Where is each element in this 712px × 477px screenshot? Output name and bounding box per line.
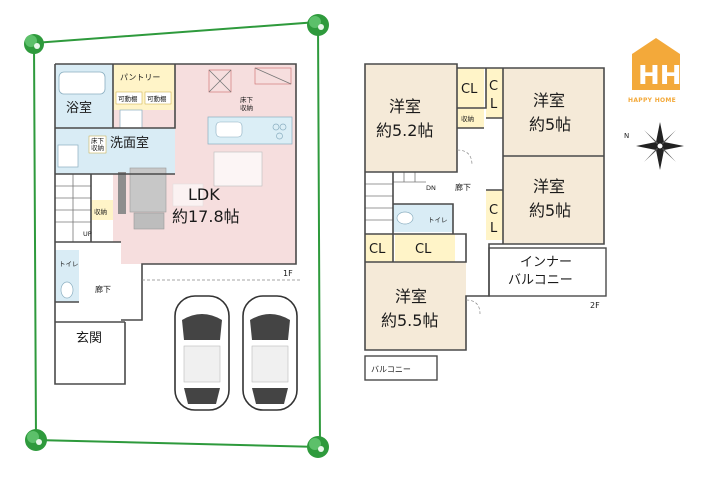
washer: [57, 144, 79, 168]
label-cl-3a: C: [489, 203, 498, 218]
toilet-bowl-2f: [396, 211, 414, 225]
label-ldk-title: LDK: [188, 185, 220, 204]
label-room-c-size: 約5帖: [529, 201, 571, 220]
floor-1f: [54, 63, 300, 385]
closet-upper: [254, 67, 292, 85]
door-swings-2f: [456, 149, 481, 315]
label-room-a-title: 洋室: [389, 97, 421, 116]
label-toilet-2f: トイレ: [428, 216, 448, 224]
balcony: [364, 355, 438, 381]
label-room-a-size: 約5.2帖: [376, 121, 433, 140]
floor-2f: [364, 63, 607, 381]
closet-4: [365, 234, 393, 262]
label-cl-5: CL: [415, 242, 432, 257]
label-toilet-1f: トイレ: [59, 260, 79, 268]
label-room-d-title: 洋室: [395, 287, 427, 306]
logo-brand: HAPPY HOME: [628, 97, 676, 104]
label-floor-2f: 2F: [590, 301, 600, 310]
hall-1f: [79, 242, 121, 322]
label-underfloor-kitchen-1: 床下: [240, 95, 254, 104]
label-cl-2b: L: [490, 97, 498, 112]
dining-table: [213, 151, 263, 187]
wash-sink: [119, 109, 143, 129]
svg-text:N: N: [624, 132, 629, 140]
label-floor-1f: 1F: [283, 269, 293, 278]
label-underfloor-wash-2: 収納: [91, 143, 104, 152]
tree-icon: [24, 34, 44, 54]
label-up: UP: [83, 230, 92, 238]
closet-3: [486, 190, 503, 240]
toilet-bowl: [60, 281, 74, 299]
stove-icon: [272, 123, 287, 140]
tree-icon: [307, 14, 329, 36]
walls-2f: [364, 63, 605, 351]
label-pantry: パントリー: [120, 73, 160, 82]
car-icon: [174, 295, 230, 411]
label-room-c-title: 洋室: [533, 177, 565, 196]
label-storage-1f: 収納: [94, 207, 107, 216]
tree-icon: [25, 429, 47, 451]
label-room-b-title: 洋室: [533, 91, 565, 110]
tv-board: [118, 172, 126, 214]
label-cl-2a: C: [489, 79, 498, 94]
label-inner-balcony-1: インナー: [520, 255, 572, 270]
closet-5: [395, 234, 455, 262]
compass-icon: N: [624, 122, 684, 170]
skylight: [208, 69, 232, 93]
label-room-b-size: 約5帖: [529, 115, 571, 134]
entrance-step: [55, 352, 125, 384]
label-shelf-2: 可動棚: [147, 94, 167, 103]
label-bath: 浴室: [66, 100, 92, 116]
walls-1f: [54, 63, 297, 385]
room-b: [503, 68, 604, 156]
label-underfloor-wash-1: 床下: [91, 136, 105, 145]
entrance: [55, 322, 125, 352]
label-dn: DN: [426, 184, 436, 192]
closet-1: [457, 68, 484, 108]
label-entrance: 玄関: [76, 331, 102, 346]
closet-2: [486, 68, 503, 118]
room-d: [365, 262, 466, 350]
label-cl-4: CL: [369, 242, 386, 257]
car-icon: [242, 295, 298, 411]
label-cl-1: CL: [461, 82, 478, 97]
label-balcony: バルコニー: [371, 365, 411, 374]
bathtub: [58, 71, 106, 95]
stairs-steps: [55, 174, 91, 242]
storage-1f: [91, 200, 113, 220]
label-underfloor-kitchen-2: 収納: [240, 103, 253, 112]
room-c: [503, 156, 604, 244]
rug: [172, 183, 204, 207]
label-storage-2f: 収納: [461, 114, 474, 123]
label-ldk-size: 約17.8帖: [172, 207, 240, 226]
label-inner-balcony-2: バルコニー: [508, 273, 573, 288]
label-cl-3b: L: [490, 221, 498, 236]
svg-text:HH: HH: [638, 61, 682, 91]
sofa: [129, 167, 167, 213]
label-hall-2f: 廊下: [455, 182, 471, 192]
closet-storage: [457, 108, 484, 128]
room-a: [365, 64, 457, 172]
label-shelf-1: 可動棚: [118, 94, 138, 103]
sofa-ottoman: [133, 212, 165, 230]
label-room-d-size: 約5.5帖: [381, 311, 438, 330]
label-washroom: 洗面室: [110, 135, 149, 151]
kitchen-sink: [215, 121, 243, 138]
logo-house-icon: HH: [632, 38, 682, 91]
inner-balcony: [488, 247, 607, 297]
tree-icon: [307, 436, 329, 458]
label-hall-1f: 廊下: [95, 284, 111, 294]
